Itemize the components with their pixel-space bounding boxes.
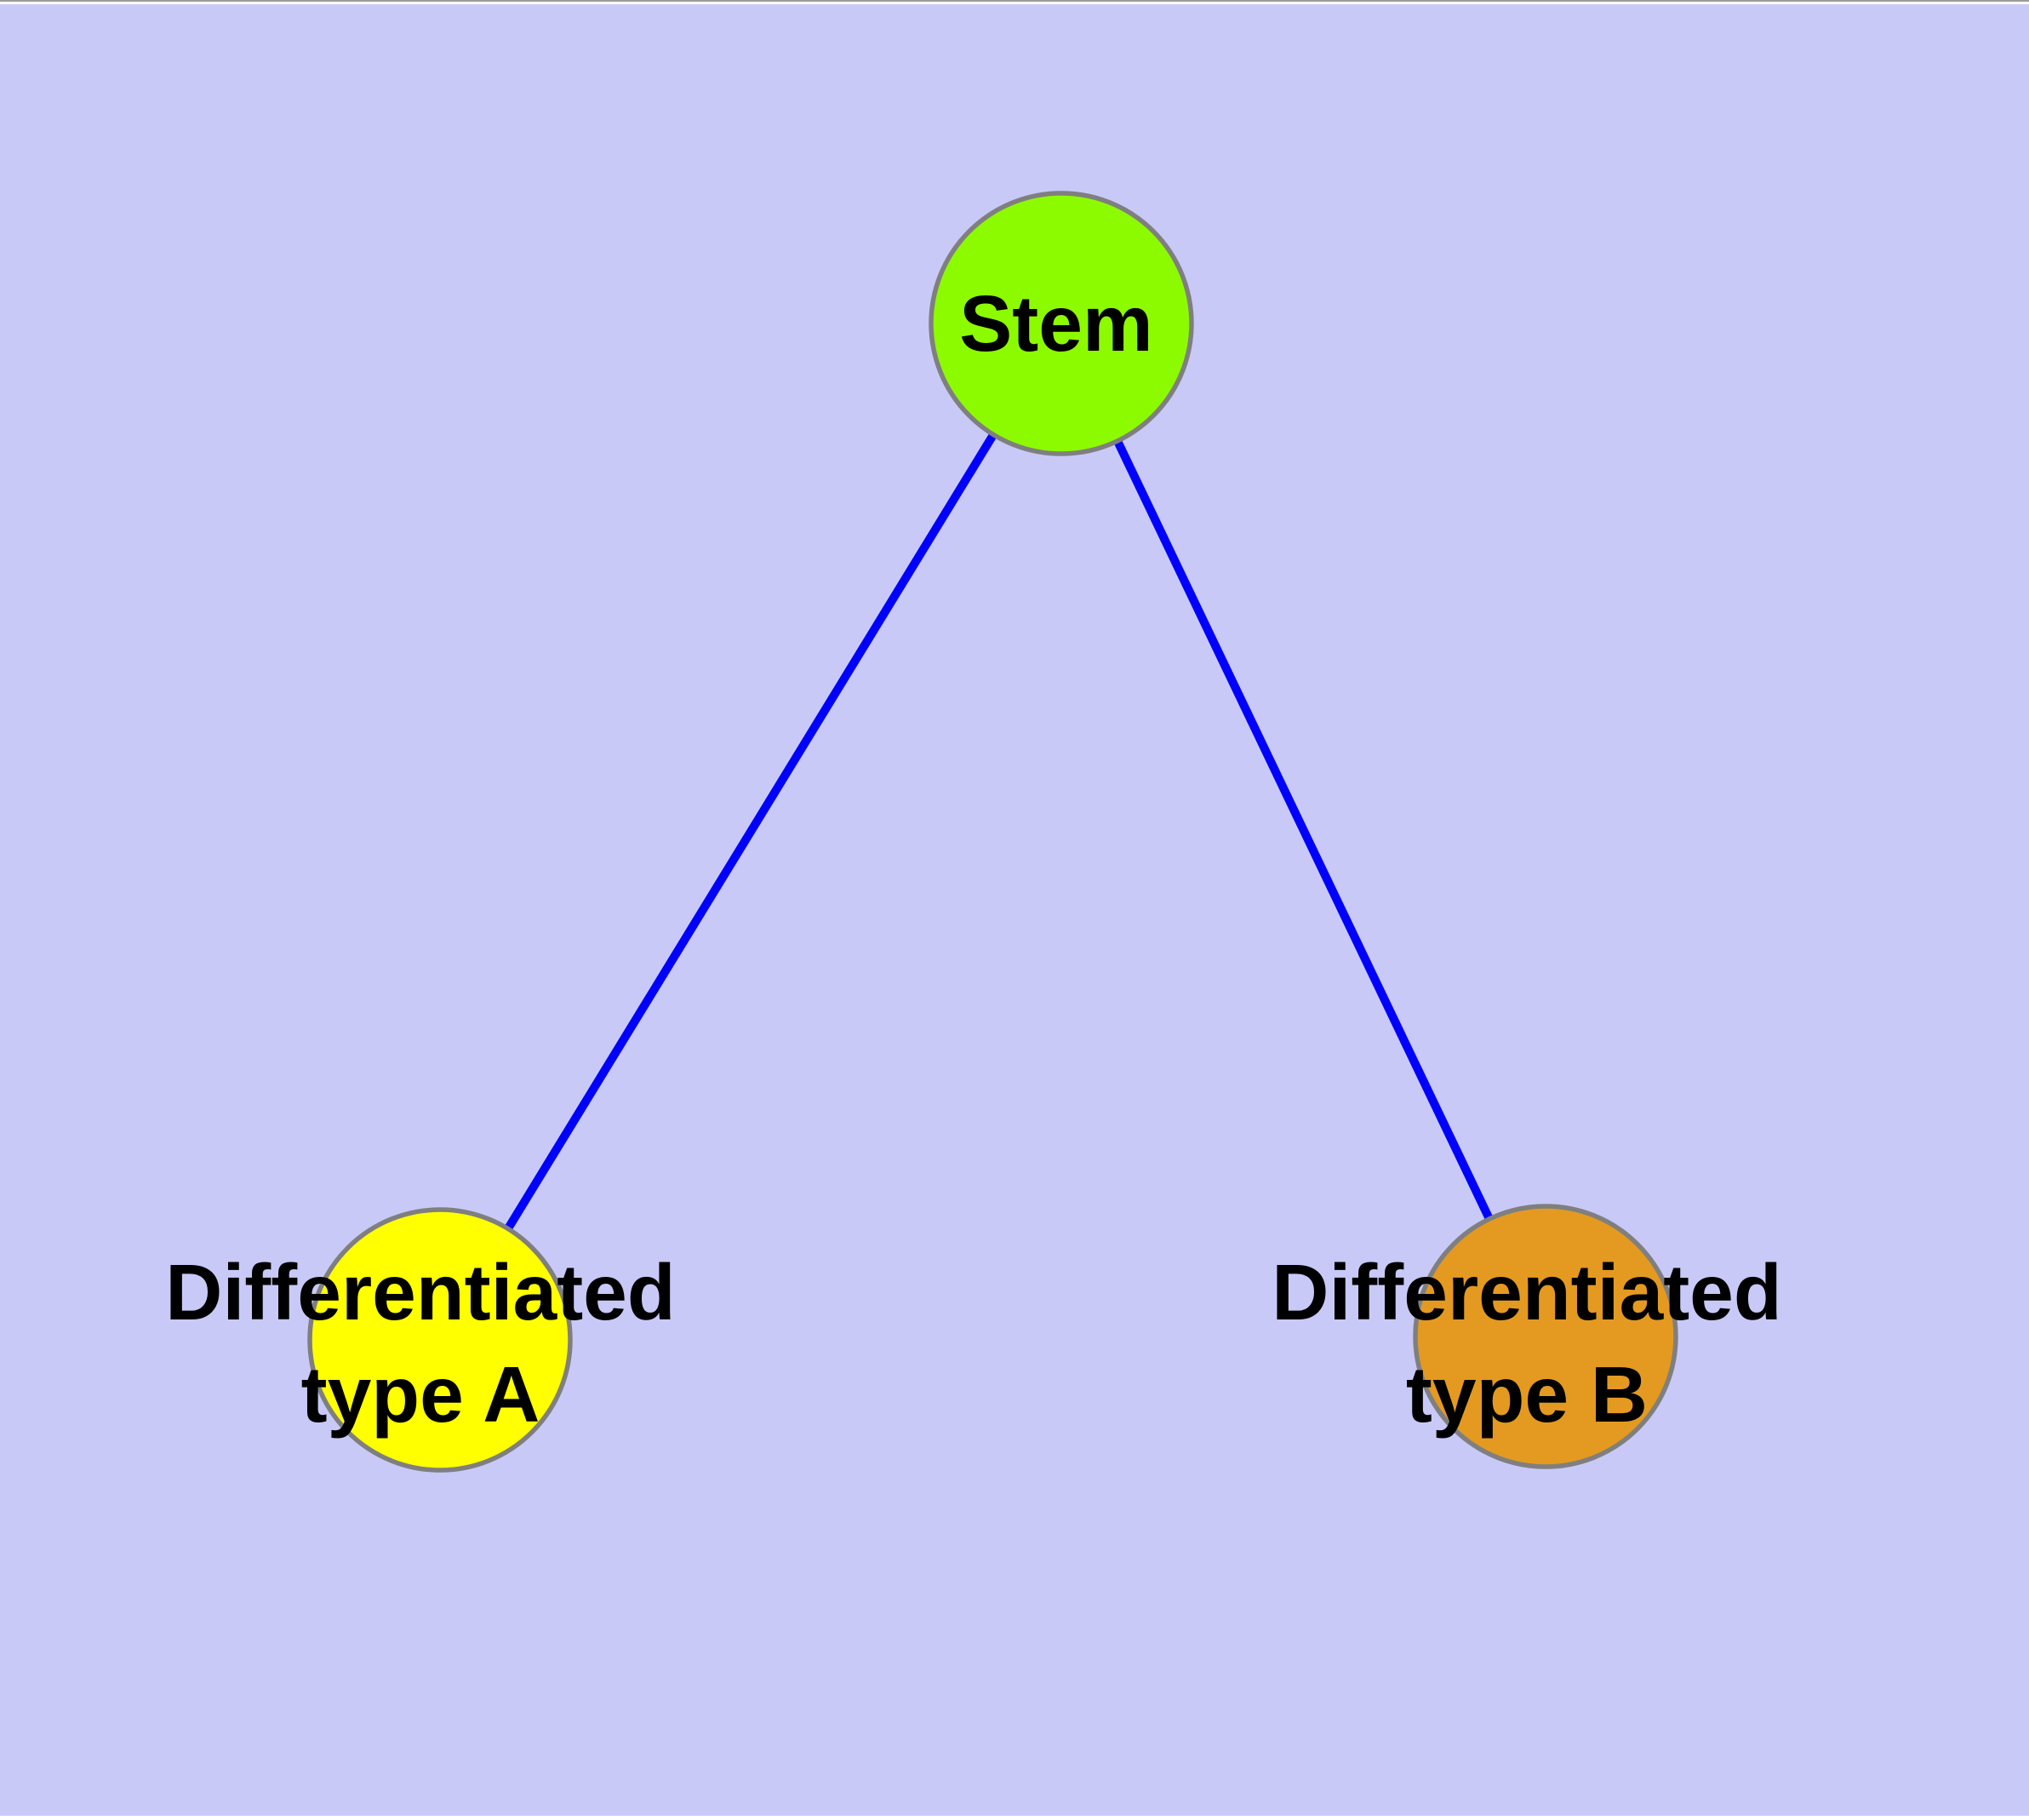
node-stem-label: Stem	[959, 279, 1152, 368]
node-stem	[929, 191, 1194, 456]
edge-group	[436, 319, 1550, 1344]
node-type-b-label-line1: Differentiated	[1272, 1248, 1781, 1336]
node-type-a-label-line2: type A	[301, 1350, 540, 1439]
edge-stem-to-type-a	[436, 319, 1066, 1344]
node-type-b-label-line2: type B	[1406, 1350, 1648, 1439]
node-type-a-label-line1: Differentiated	[165, 1248, 675, 1336]
label-group: Stem Differentiated type A Differentiate…	[165, 279, 1781, 1439]
node-group	[307, 191, 1678, 1473]
edge-stem-to-type-b	[1057, 319, 1550, 1341]
node-type-b	[1413, 1204, 1678, 1469]
top-edge-line	[0, 0, 2029, 2]
node-type-a	[307, 1207, 573, 1473]
